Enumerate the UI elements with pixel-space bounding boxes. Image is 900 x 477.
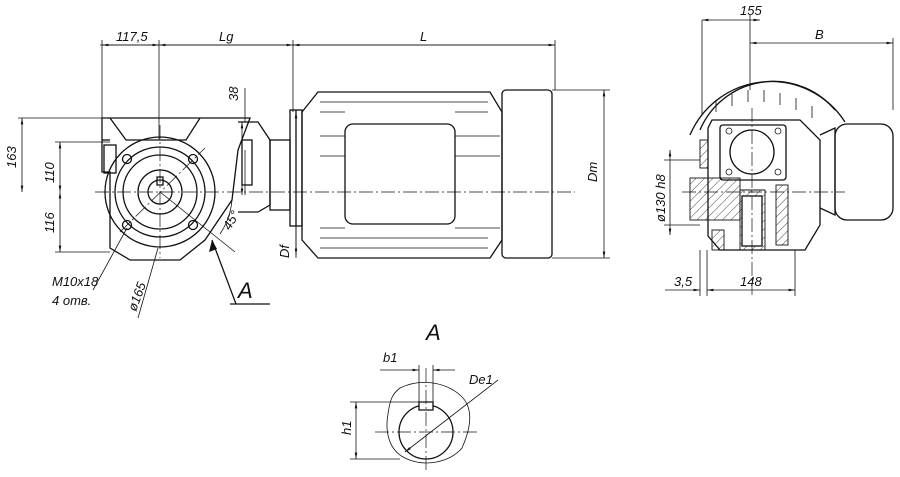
dim-dm: Dm bbox=[585, 162, 600, 182]
dim-148: 148 bbox=[740, 274, 762, 289]
dim-130-h8: ø130 h8 bbox=[653, 174, 668, 222]
dim-df: Df bbox=[277, 244, 292, 258]
dim-110: 110 bbox=[42, 162, 57, 183]
thread-spec: M10x18 bbox=[52, 274, 99, 289]
hole-count: 4 отв. bbox=[52, 293, 91, 308]
dim-b1: b1 bbox=[383, 350, 397, 365]
dim-117-5: 117,5 bbox=[116, 29, 148, 44]
dim-3-5: 3,5 bbox=[674, 274, 693, 289]
section-a bbox=[350, 365, 499, 470]
dim-38: 38 bbox=[226, 86, 241, 101]
dim-163: 163 bbox=[4, 146, 19, 168]
side-view bbox=[664, 15, 894, 296]
dim-h1: h1 bbox=[339, 421, 354, 435]
dim-165: ø165 bbox=[125, 279, 149, 313]
section-a-title: A bbox=[424, 320, 441, 345]
front-view bbox=[18, 40, 610, 319]
view-marker-a: A bbox=[236, 278, 253, 303]
dim-116: 116 bbox=[42, 212, 57, 233]
dim-de1: De1 bbox=[469, 372, 493, 387]
dim-l: L bbox=[420, 29, 427, 44]
dim-lg: Lg bbox=[219, 29, 234, 44]
dim-b: B bbox=[815, 27, 824, 42]
dim-155: 155 bbox=[740, 3, 762, 18]
